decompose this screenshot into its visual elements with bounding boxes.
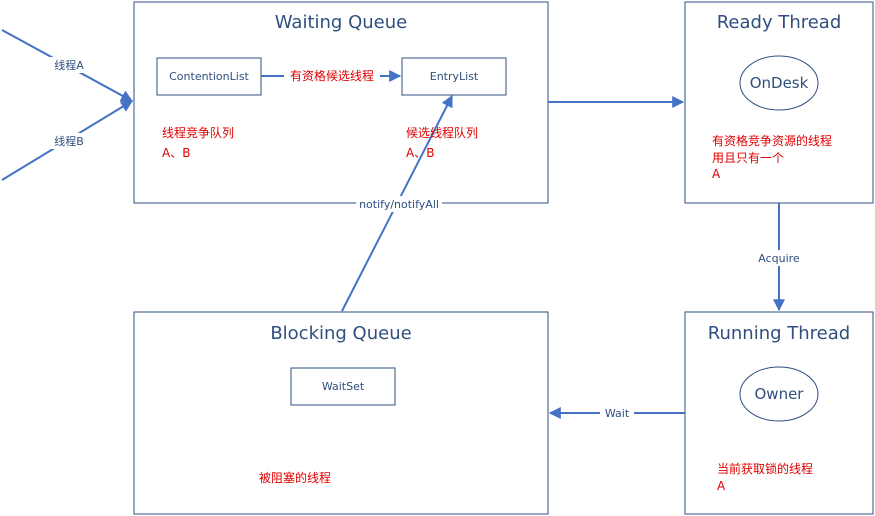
- acquire-label-bg: [754, 250, 804, 266]
- blocking-queue-box: Blocking Queue: [133, 311, 549, 515]
- blocking-desc: 被阻塞的线程: [259, 470, 331, 485]
- contention-list-label: ContentionList: [169, 70, 249, 83]
- owner-ellipse: Owner: [739, 366, 819, 422]
- running-member: A: [717, 479, 726, 493]
- notify-label-bg: [356, 196, 442, 212]
- wait-label: Wait: [605, 407, 630, 420]
- contention-list-box: ContentionList: [156, 57, 262, 96]
- blocking-queue-title: Blocking Queue: [270, 323, 411, 344]
- entry-list-box: EntryList: [401, 57, 507, 96]
- contention-desc: 线程竞争队列: [162, 125, 234, 140]
- notify-label: notify/notifyAll: [359, 198, 439, 211]
- on-desk-label: OnDesk: [750, 74, 809, 92]
- acquire-label: Acquire: [758, 252, 800, 265]
- running-thread-title: Running Thread: [708, 323, 850, 344]
- wait-set-box: WaitSet: [290, 367, 396, 406]
- thread-a-label-bg: [50, 57, 88, 73]
- thread-b-label: 线程B: [54, 134, 84, 148]
- ready-desc-line1: 有资格竞争资源的线程: [712, 133, 832, 148]
- thread-a-label: 线程A: [54, 58, 84, 72]
- contention-to-entry-label-bg: [284, 67, 380, 84]
- wait-set-label: WaitSet: [322, 380, 365, 393]
- entry-list-label: EntryList: [430, 70, 479, 83]
- thread-b-label-bg: [50, 133, 88, 149]
- wait-label-bg: [600, 405, 634, 421]
- on-desk-ellipse: OnDesk: [739, 55, 819, 111]
- running-desc: 当前获取锁的线程: [717, 461, 813, 476]
- owner-label: Owner: [755, 385, 805, 403]
- contention-members: A、B: [162, 146, 190, 160]
- waiting-queue-box: Waiting Queue: [133, 1, 549, 204]
- waiting-queue-title: Waiting Queue: [275, 12, 407, 33]
- ready-thread-title: Ready Thread: [717, 12, 842, 33]
- entry-members: A、B: [406, 146, 434, 160]
- contention-to-entry-label: 有资格候选线程: [290, 68, 374, 83]
- entry-desc: 候选线程队列: [406, 125, 478, 140]
- ready-desc-line2: 用且只有一个: [712, 151, 784, 165]
- ready-member: A: [712, 167, 721, 181]
